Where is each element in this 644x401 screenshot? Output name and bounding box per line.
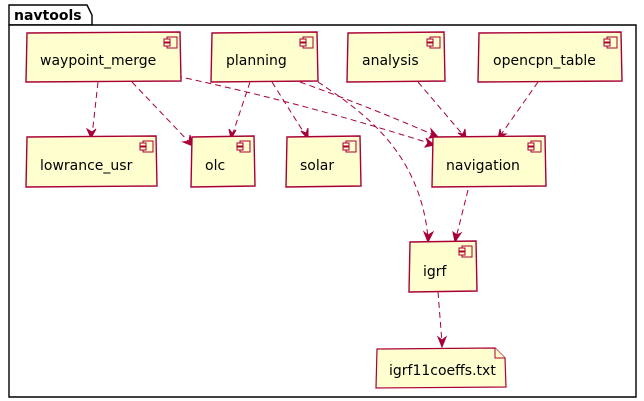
edge-waypoint-merge-to-olc xyxy=(131,81,191,144)
edge-igrf-to-coeffs-file xyxy=(437,291,443,344)
component-label: navigation xyxy=(446,158,520,174)
component-label: lowrance_usr xyxy=(40,158,133,174)
edge-analysis-to-navigation xyxy=(417,81,465,137)
component-label: olc xyxy=(205,158,225,174)
edge-waypoint-merge-to-lowrance-usr xyxy=(91,81,99,137)
arrowhead-navigation-from-waypoint xyxy=(423,137,436,148)
package-tab xyxy=(8,4,93,26)
dependency-edges xyxy=(91,75,539,344)
arrowhead-igrf-from-planning xyxy=(422,230,435,244)
component-label: igrf xyxy=(423,264,448,280)
component-solar: solar xyxy=(285,135,362,188)
component-olc: olc xyxy=(190,135,256,188)
component-label: analysis xyxy=(362,53,419,69)
arrowhead-coeffs-file xyxy=(436,335,448,349)
edge-waypoint-merge-to-navigation xyxy=(175,75,433,145)
package-frame xyxy=(8,24,637,398)
component-label: planning xyxy=(226,53,287,69)
dependency-arrowheads xyxy=(85,127,508,349)
arrowhead-lowrance-usr xyxy=(85,127,97,140)
component-analysis: analysis xyxy=(346,31,446,83)
edge-opencpn-table-to-navigation xyxy=(499,81,539,137)
component-opencpn-table: opencpn_table xyxy=(477,31,623,83)
note-label: igrf11coeffs.txt xyxy=(389,363,496,379)
component-navigation: navigation xyxy=(431,135,547,188)
components: waypoint_merge planning analysis opencpn… xyxy=(25,31,623,293)
arrowhead-navigation-from-planning xyxy=(427,127,440,139)
component-planning: planning xyxy=(210,31,319,83)
edge-navigation-to-igrf xyxy=(455,189,469,239)
package-name: navtools xyxy=(14,8,82,24)
edge-planning-to-solar xyxy=(271,81,307,137)
component-waypoint-merge: waypoint_merge xyxy=(25,31,182,83)
arrowhead-olc-from-waypoint xyxy=(181,134,194,147)
arrowhead-igrf-from-navigation xyxy=(452,230,463,244)
file-note-igrf11coeffs: igrf11coeffs.txt xyxy=(375,347,507,389)
component-label: opencpn_table xyxy=(493,53,596,69)
component-igrf: igrf xyxy=(408,240,478,293)
component-label: solar xyxy=(300,158,334,174)
component-label: waypoint_merge xyxy=(40,53,156,69)
component-lowrance-usr: lowrance_usr xyxy=(25,135,158,188)
edge-planning-to-navigation xyxy=(299,81,437,137)
